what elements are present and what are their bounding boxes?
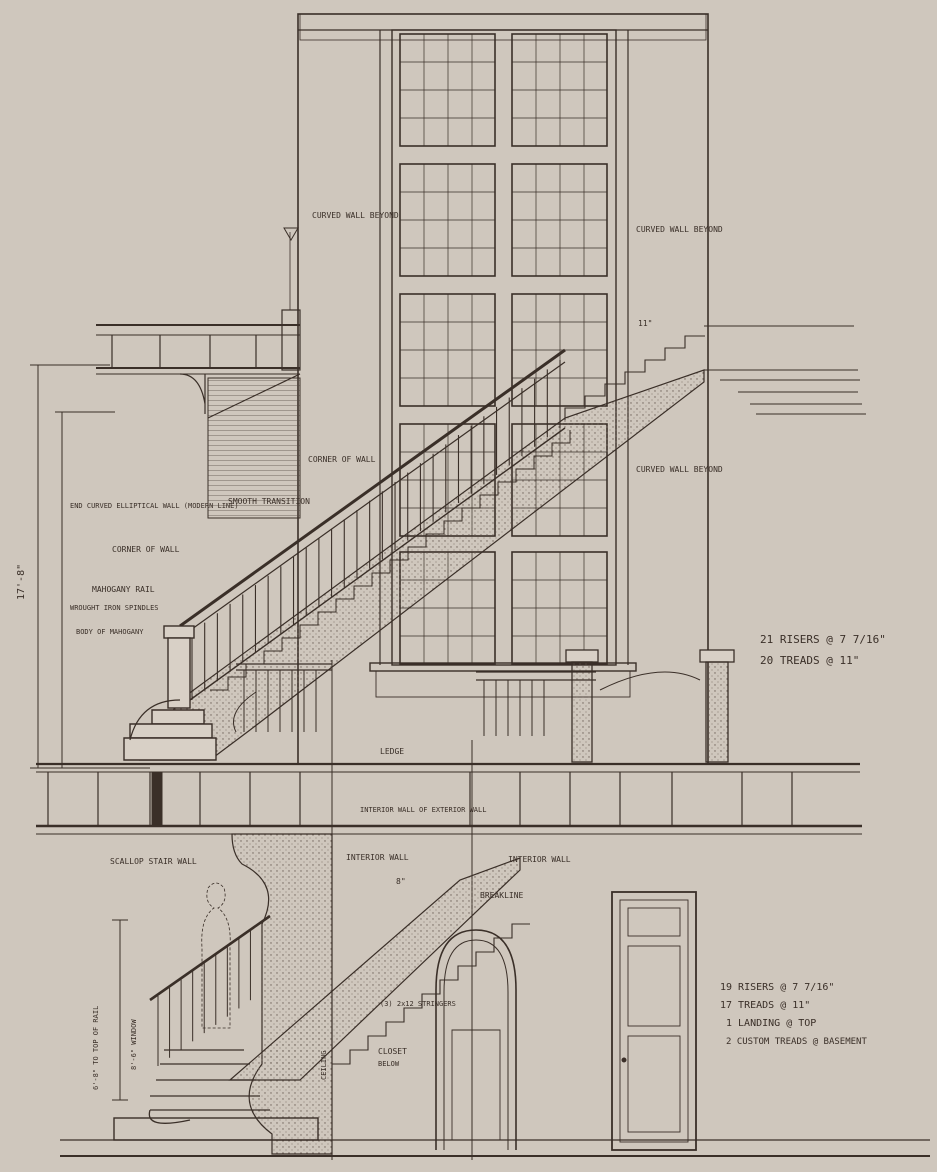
mahogany-handrail bbox=[179, 348, 566, 628]
basement-bottom-steps bbox=[148, 1049, 270, 1124]
note-interior-wall-b: INTERIOR WALL bbox=[508, 855, 571, 864]
note-mahogany-rail: MAHOGANY RAIL bbox=[92, 585, 155, 594]
note-stringers: (3) 2x12 STRINGERS bbox=[380, 1000, 456, 1008]
upper-landing-balcony bbox=[96, 227, 301, 519]
basement-handrail bbox=[149, 914, 271, 1002]
height-dimension-label: 17'-8" bbox=[16, 564, 27, 600]
note-dim-8: 8" bbox=[396, 877, 406, 886]
upper-stair-steps bbox=[210, 430, 571, 691]
note-smooth-transition: SMOOTH TRANSITION bbox=[228, 497, 310, 506]
note-lower-custom: 2 CUSTOM TREADS @ BASEMENT bbox=[726, 1037, 867, 1047]
note-basement-dim-b: 8'-6" WINDOW bbox=[130, 1019, 138, 1070]
height-dimension bbox=[30, 364, 150, 769]
scale-figure bbox=[201, 882, 231, 1029]
lower-stair bbox=[113, 833, 530, 1155]
note-elliptical-wall: END CURVED ELLIPTICAL WALL (MODERN LINE) bbox=[70, 502, 239, 510]
note-curved-wall-beyond-mid: CURVED WALL BEYOND bbox=[636, 465, 723, 474]
right-landing-edge bbox=[704, 325, 866, 415]
note-basement-dim-a: 6'-8" TO TOP OF RAIL bbox=[92, 1006, 100, 1090]
newel-post bbox=[123, 625, 217, 761]
panel-door bbox=[611, 891, 697, 1151]
upper-stair bbox=[123, 335, 705, 761]
stair-volute bbox=[129, 699, 181, 741]
note-ledge: LEDGE bbox=[380, 747, 404, 756]
note-ceiling: CEILING bbox=[320, 1050, 328, 1080]
note-corner-of-wall-left: CORNER OF WALL bbox=[112, 545, 180, 554]
note-lower-treads: 17 TREADS @ 11" bbox=[720, 1000, 810, 1011]
ground-line bbox=[60, 919, 930, 1157]
note-break-line: BREAKLINE bbox=[480, 891, 524, 900]
rear-railing bbox=[233, 649, 735, 763]
note-curved-wall-beyond-left: CURVED WALL BEYOND bbox=[312, 211, 399, 220]
note-closet-sub: BELOW bbox=[378, 1060, 400, 1068]
note-closet: CLOSET bbox=[378, 1047, 407, 1056]
note-upper-treads: 20 TREADS @ 11" bbox=[760, 654, 859, 667]
lower-stair-steps bbox=[332, 923, 530, 1065]
note-lower-landing: 1 LANDING @ TOP bbox=[726, 1018, 816, 1029]
note-curved-wall-beyond-right: CURVED WALL BEYOND bbox=[636, 225, 723, 234]
note-interior-wall-a: INTERIOR WALL bbox=[346, 853, 409, 862]
note-upper-risers: 21 RISERS @ 7 7/16" bbox=[760, 633, 886, 646]
note-interior-wall-exterior: INTERIOR WALL OF EXTERIOR WALL bbox=[360, 806, 486, 814]
basement-balusters bbox=[157, 922, 263, 1066]
note-wrought-iron-spindles: WROUGHT IRON SPINDLES bbox=[70, 604, 159, 612]
note-body-of-mahogany: BODY OF MAHOGANY bbox=[76, 628, 144, 636]
note-corner-of-wall-upper: CORNER OF WALL bbox=[308, 455, 376, 464]
note-lower-risers: 19 RISERS @ 7 7/16" bbox=[720, 982, 834, 993]
wrought-iron-spindles bbox=[191, 360, 561, 700]
lower-stair-stringer bbox=[228, 857, 521, 1081]
tall-window bbox=[369, 29, 637, 698]
note-dim-11: 11" bbox=[638, 319, 652, 328]
upper-stair-top-steps bbox=[564, 335, 705, 420]
note-scallop-stair-wall: SCALLOP STAIR WALL bbox=[110, 857, 197, 866]
balcony-hatched-wall bbox=[207, 377, 301, 519]
